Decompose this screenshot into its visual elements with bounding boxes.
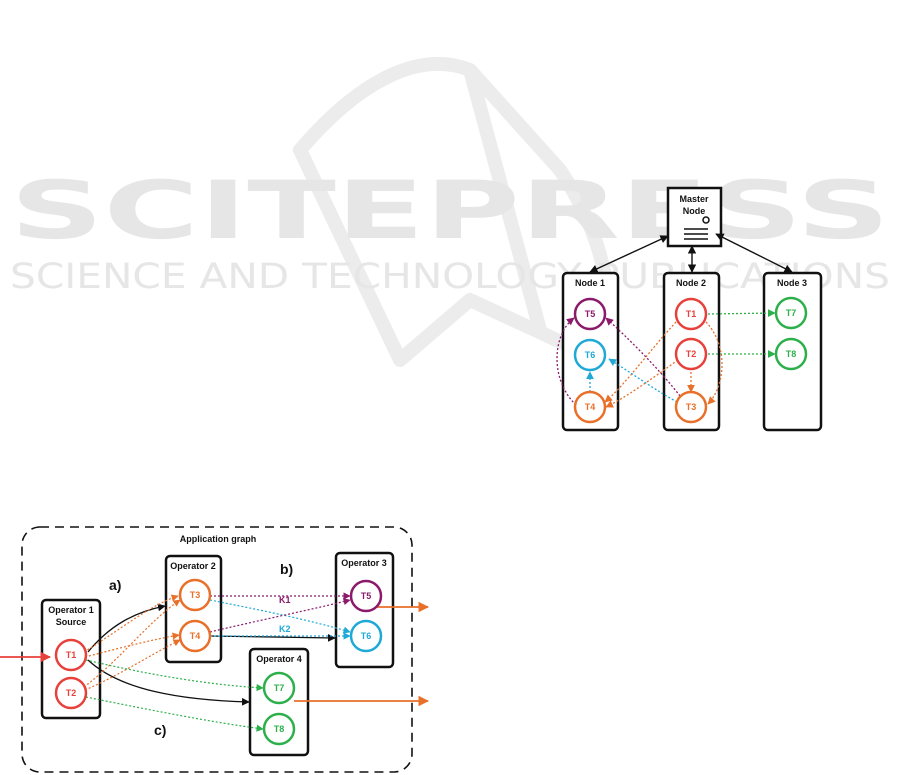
key-k1-label: K1 — [279, 595, 291, 605]
master-node-label-line2: Node — [683, 206, 706, 216]
key-k2-label: K2 — [279, 624, 291, 634]
task-label: T5 — [585, 309, 596, 319]
cluster-task-n2-t1: T1 — [676, 299, 706, 329]
cluster-task-n1-t4: T4 — [575, 392, 605, 422]
watermark-subtitle: SCIENCE AND TECHNOLOGY PUBLICATIONS — [10, 257, 890, 297]
cluster-task-n2-t2: T2 — [676, 339, 706, 369]
cluster-task-n2-t3: T3 — [676, 392, 706, 422]
app-task-op1-t2: T2 — [56, 678, 86, 708]
label-c: c) — [154, 722, 166, 738]
task-label: T3 — [190, 590, 201, 600]
task-label: T2 — [686, 349, 697, 359]
operator1-label-line1: Operator 1 — [48, 605, 94, 615]
task-label: T3 — [686, 402, 697, 412]
task-label: T8 — [274, 724, 285, 734]
task-label: T1 — [686, 309, 697, 319]
edge-t1-t7 — [86, 660, 263, 688]
edge-op1-op4 — [88, 660, 249, 702]
operator4-label: Operator 4 — [256, 654, 302, 664]
operator2-label: Operator 2 — [170, 561, 216, 571]
app-task-op3-t6: T6 — [351, 621, 381, 651]
task-label: T6 — [361, 631, 372, 641]
task-label: T4 — [585, 402, 596, 412]
task-label: T4 — [190, 631, 201, 641]
node3-label: Node 3 — [777, 278, 807, 288]
task-label: T5 — [361, 591, 372, 601]
task-label: T6 — [585, 350, 596, 360]
app-task-op3-t5: T5 — [351, 581, 381, 611]
app-task-op4-t7: T7 — [264, 673, 294, 703]
cluster-task-n1-t5: T5 — [575, 299, 605, 329]
app-task-op4-t8: T8 — [264, 714, 294, 744]
node1-label: Node 1 — [575, 278, 605, 288]
label-a: a) — [109, 577, 121, 593]
app-task-op2-t4: T4 — [180, 621, 210, 651]
cluster-task-n3-t8: T8 — [776, 339, 806, 369]
application-graph-title: Application graph — [180, 534, 257, 544]
app-task-op2-t3: T3 — [180, 580, 210, 610]
operator1-label-line2: Source — [56, 617, 87, 627]
task-label: T1 — [66, 650, 77, 660]
node2-label: Node 2 — [676, 278, 706, 288]
watermark-title: SCITEPRESS — [10, 164, 890, 257]
task-label: T2 — [66, 688, 77, 698]
master-node-label-line1: Master — [679, 194, 709, 204]
task-label: T7 — [274, 683, 285, 693]
label-b: b) — [280, 561, 293, 577]
cluster-task-n3-t7: T7 — [776, 298, 806, 328]
cluster-task-n1-t6: T6 — [575, 340, 605, 370]
app-task-op1-t1: T1 — [56, 640, 86, 670]
task-label: T7 — [786, 308, 797, 318]
operator3-label: Operator 3 — [341, 558, 387, 568]
publisher-watermark: SCITEPRESS SCIENCE AND TECHNOLOGY PUBLIC… — [10, 64, 890, 360]
master-node: Master Node — [668, 188, 721, 246]
application-graph: Application graph a) b) c) Operator 1 So… — [0, 527, 428, 772]
edge-op2-op3 — [210, 636, 335, 638]
task-label: T8 — [786, 349, 797, 359]
